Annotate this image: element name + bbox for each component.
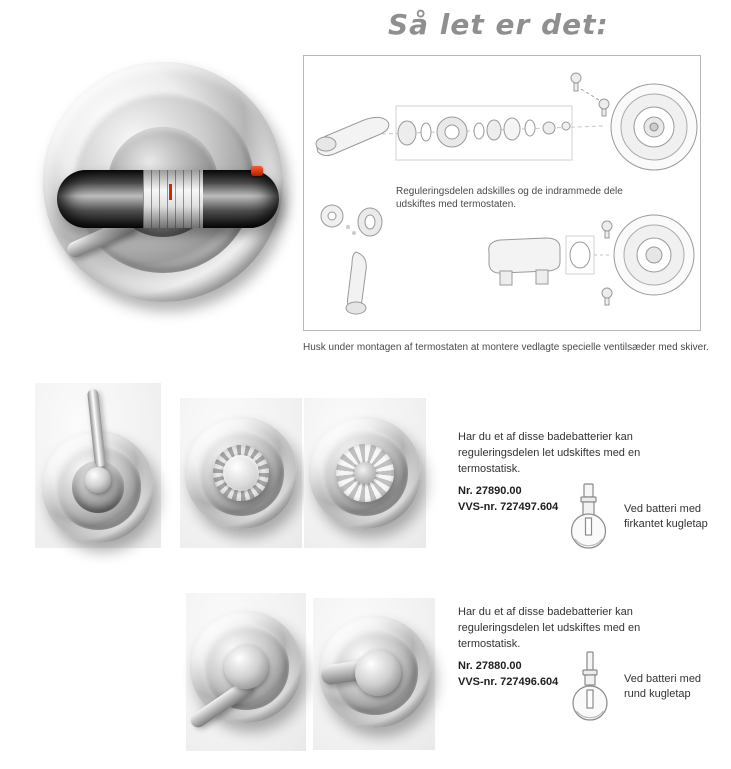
- exploded-diagram-panel: Reguleringsdelen adskilles og de indramm…: [303, 55, 701, 331]
- crystal-cap: [354, 462, 376, 484]
- temperature-scale-band: [143, 170, 203, 228]
- diagram-caption: Husk under montagen af termostaten at mo…: [303, 342, 709, 353]
- handle-hub: [224, 645, 268, 689]
- chrome-plate: [185, 417, 297, 529]
- exploded-diagram: [315, 72, 698, 315]
- product-info-2: Har du et af disse badebatterier kan reg…: [458, 604, 678, 690]
- product-number: Nr. 27890.00: [458, 485, 522, 497]
- thermostat-handle-bar: [57, 166, 279, 228]
- product-photo-valve-single-lever: [313, 598, 435, 750]
- spindle-caption-2: Ved batteri med rund kugletap: [624, 673, 702, 700]
- safety-stop-button: [251, 166, 263, 176]
- knob-face: [223, 455, 259, 491]
- page-title: Så let er det:: [388, 8, 609, 41]
- product-number: Nr. 27880.00: [458, 660, 522, 672]
- handle-hub: [355, 650, 401, 696]
- product-description: Har du et af disse badebatterier kan reg…: [458, 431, 641, 475]
- product-photo-valve-crystal-knob: [304, 398, 426, 548]
- diagram-note: Reguleringsdelen adskilles og de indramm…: [396, 186, 623, 210]
- product-description: Har du et af disse badebatterier kan reg…: [458, 606, 641, 650]
- temperature-red-mark: [169, 184, 172, 200]
- square-ball-spindle-icon: [570, 483, 607, 549]
- product-photo-thermostatic-mixer: [25, 50, 305, 340]
- spindle-caption-1: Ved batteri med firkantet kugletap: [624, 503, 708, 530]
- product-photo-valve-round-knob: [180, 398, 302, 548]
- product-info-1: Har du et af disse badebatterier kan reg…: [458, 429, 678, 515]
- round-ball-spindle-icon: [572, 651, 608, 721]
- handle-hub: [85, 467, 111, 493]
- vvs-number: VVS-nr. 727497.604: [458, 501, 559, 513]
- product-photo-valve-lever-down: [186, 593, 306, 751]
- product-photo-valve-lever-up: [35, 383, 161, 548]
- vvs-number: VVS-nr. 727496.604: [458, 676, 559, 688]
